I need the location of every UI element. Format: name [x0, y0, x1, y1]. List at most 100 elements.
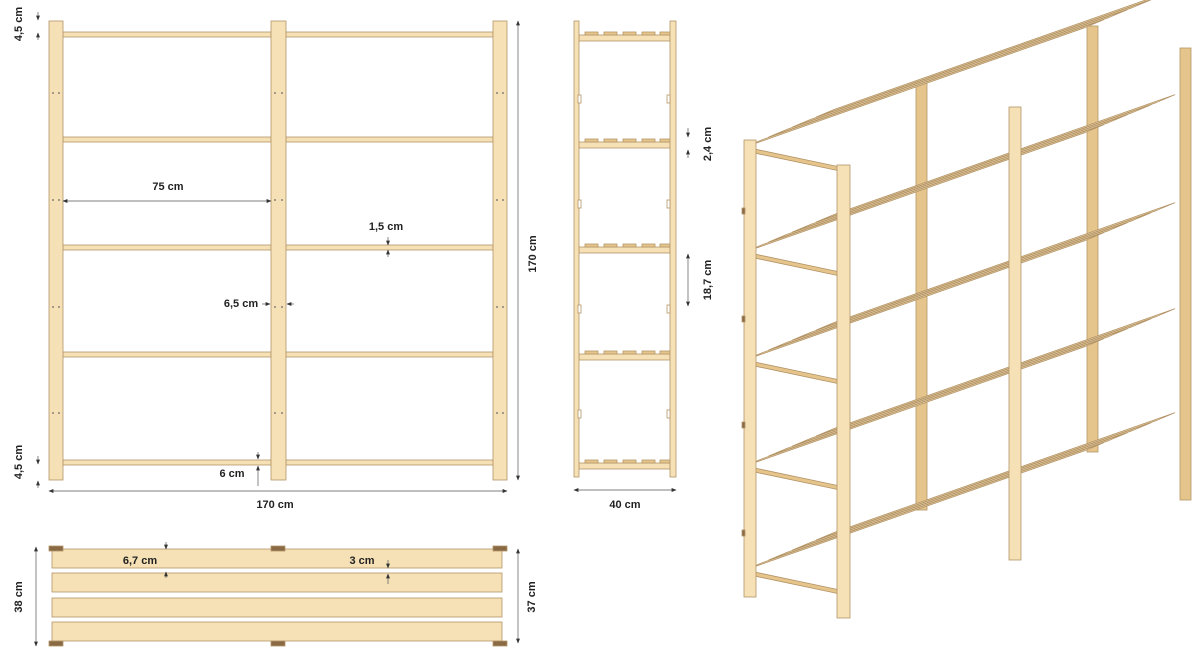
post-hole	[274, 92, 276, 94]
iso-back-post	[1179, 47, 1192, 501]
post-hole	[274, 412, 276, 414]
side-view	[573, 20, 690, 492]
iso-slat	[815, 308, 1176, 437]
post-hole	[502, 92, 504, 94]
side-slat-end	[641, 243, 656, 248]
top-post-end	[270, 545, 286, 552]
isometric-view	[741, 0, 1192, 619]
top-slat	[51, 597, 503, 618]
post-hole	[58, 199, 60, 201]
side-post	[669, 20, 677, 478]
post-hole	[274, 306, 276, 308]
side-slat-end	[603, 459, 618, 464]
top-slat	[51, 621, 503, 642]
iso-slat	[792, 0, 1152, 128]
side-shelf-bar	[578, 462, 671, 470]
side-notch	[666, 409, 671, 419]
front-rail	[62, 136, 272, 143]
side-shelf-spacing-label: 18,7 cm	[702, 260, 714, 301]
side-notch	[577, 304, 582, 314]
side-slat-end	[603, 138, 618, 143]
front-rail	[285, 31, 494, 38]
side-slat-end	[641, 350, 656, 355]
side-shelf-bar	[578, 246, 671, 254]
iso-post-notch	[741, 529, 746, 537]
iso-slat	[768, 328, 1128, 457]
front-total-height-label: 170 cm	[527, 235, 539, 273]
front-bottom-gap-label: 4,5 cm	[13, 445, 25, 479]
front-bottom-rail-label: 6 cm	[219, 468, 244, 480]
side-slat-end	[622, 243, 637, 248]
top-slat	[51, 572, 503, 593]
post-hole	[281, 92, 283, 94]
front-rail	[285, 351, 494, 358]
post-hole	[52, 199, 54, 201]
front-rail	[285, 244, 494, 251]
post-hole	[52, 306, 54, 308]
iso-support-bar	[744, 359, 841, 385]
iso-front-post	[836, 164, 851, 619]
side-slat-end	[584, 459, 599, 464]
side-slat-end	[584, 243, 599, 248]
front-post-width-label: 6,5 cm	[224, 298, 258, 310]
iso-slat	[768, 432, 1128, 561]
front-view	[36, 12, 520, 493]
side-notch	[577, 94, 582, 104]
iso-support-bar	[744, 465, 841, 491]
side-notch	[666, 199, 671, 209]
side-slat-end	[641, 138, 656, 143]
post-hole	[58, 412, 60, 414]
post-hole	[496, 199, 498, 201]
front-rail	[285, 459, 494, 466]
post-hole	[502, 412, 504, 414]
iso-support-bar	[744, 146, 841, 172]
side-depth-label: 40 cm	[609, 499, 640, 511]
front-post	[48, 20, 64, 481]
front-post	[270, 20, 287, 481]
top-slat-width-label: 6,7 cm	[123, 555, 157, 567]
side-slat-end	[622, 138, 637, 143]
front-total-width-label: 170 cm	[256, 499, 294, 511]
front-rail	[62, 459, 272, 466]
iso-slat	[768, 114, 1128, 243]
side-shelf-bar	[578, 34, 671, 42]
side-notch	[666, 304, 671, 314]
post-hole	[496, 412, 498, 414]
side-slat-thickness-label: 2,4 cm	[702, 127, 714, 161]
iso-slat	[815, 412, 1176, 541]
post-hole	[274, 199, 276, 201]
front-top-gap-label: 4,5 cm	[13, 7, 25, 41]
front-rail	[62, 31, 272, 38]
post-hole	[58, 92, 60, 94]
side-post	[573, 20, 580, 478]
post-hole	[496, 92, 498, 94]
iso-front-post	[1008, 106, 1022, 561]
side-slat-end	[641, 31, 656, 36]
side-slat-end	[603, 350, 618, 355]
top-inner-depth-label: 37 cm	[526, 581, 538, 612]
post-hole	[496, 306, 498, 308]
side-shelf-bar	[578, 141, 671, 149]
side-slat-end	[622, 31, 637, 36]
front-bay-width-label: 75 cm	[152, 181, 183, 193]
top-post-end	[492, 545, 508, 552]
side-shelf-bar	[578, 353, 671, 361]
post-hole	[502, 306, 504, 308]
iso-support-bar	[744, 251, 841, 277]
post-hole	[281, 306, 283, 308]
top-post-end	[270, 640, 286, 647]
top-slat-gap-label: 3 cm	[349, 555, 374, 567]
side-slat-end	[584, 31, 599, 36]
front-rail	[285, 136, 494, 143]
top-outer-depth-label: 38 cm	[13, 581, 25, 612]
iso-slat	[815, 202, 1176, 331]
side-slat-end	[584, 138, 599, 143]
top-post-end	[48, 640, 64, 647]
top-slat	[51, 548, 503, 569]
top-view	[34, 542, 520, 647]
iso-post-notch	[741, 421, 746, 429]
side-notch	[577, 409, 582, 419]
iso-slat	[815, 0, 1151, 118]
side-slat-end	[622, 459, 637, 464]
